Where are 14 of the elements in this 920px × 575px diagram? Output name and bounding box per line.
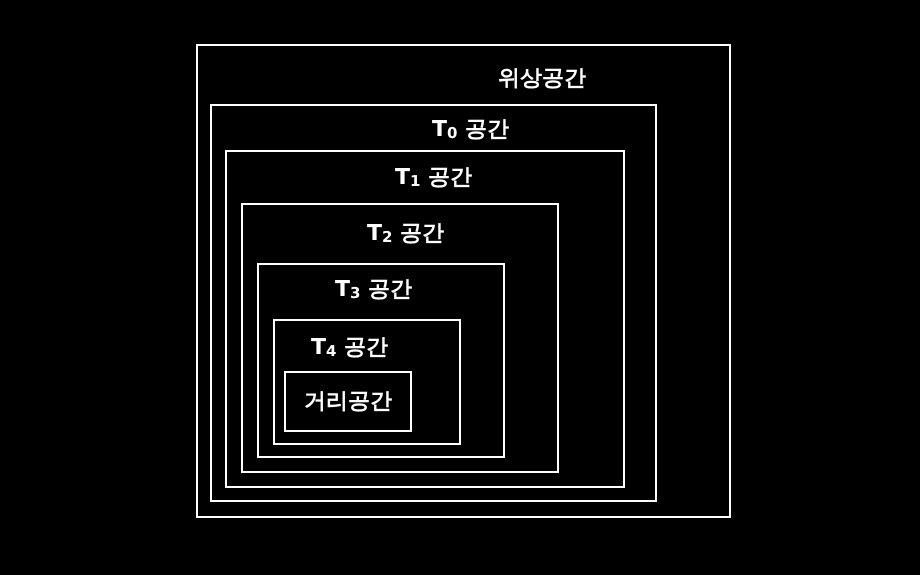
region-title: T$_{1}$ 공간 [395, 165, 472, 192]
region-box [241, 203, 559, 473]
region-box [284, 371, 412, 432]
region-box [257, 263, 505, 458]
region-title: T$_{0}$ 공간 [432, 117, 510, 144]
region-box [196, 44, 731, 518]
region-title: T$_{3}$ 공간 [335, 277, 412, 304]
region-title: 위상공간 [498, 66, 586, 92]
region-box [210, 104, 657, 502]
region-box [225, 150, 625, 488]
region-title: 거리공간 [304, 389, 392, 415]
region-title: T$_{4}$ 공간 [311, 335, 388, 362]
region-box [273, 319, 461, 445]
region-title: T$_{2}$ 공간 [367, 221, 444, 248]
